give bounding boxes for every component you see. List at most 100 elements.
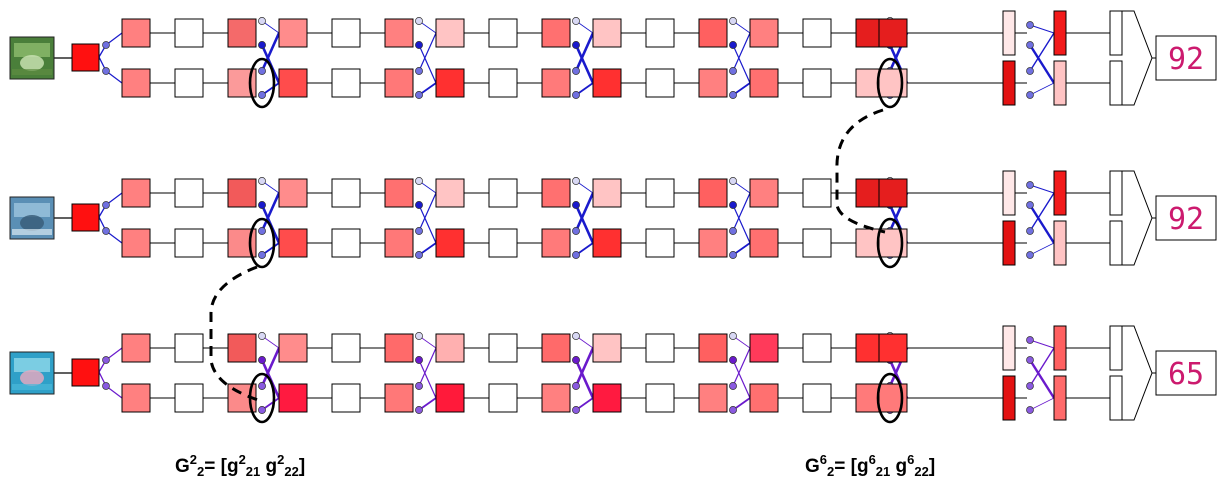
- gate-dot: [415, 91, 423, 99]
- cross-edge: [732, 204, 751, 244]
- cross-edge: [1029, 347, 1055, 387]
- layer-box: [121, 68, 151, 98]
- final-bar: [1109, 325, 1123, 371]
- layer-box: [749, 178, 779, 208]
- gate-dot: [1026, 67, 1034, 75]
- layer-box: [278, 178, 308, 208]
- layer-box: [749, 18, 779, 48]
- layer-box: [802, 68, 832, 98]
- gate-dot: [1026, 406, 1034, 414]
- gate-dot: [415, 406, 423, 414]
- gate-dot: [258, 201, 266, 209]
- layer-box: [435, 178, 465, 208]
- layer-box: [541, 68, 571, 98]
- gate-dot: [415, 382, 423, 390]
- gate-dot: [572, 332, 580, 340]
- merge-arrow: [1122, 170, 1156, 266]
- gate-dot: [729, 382, 737, 390]
- layer-box: [435, 18, 465, 48]
- gate-dot: [258, 251, 266, 259]
- final-bar: [1002, 325, 1016, 371]
- layer-box: [488, 228, 518, 258]
- layer-box: [592, 383, 622, 413]
- layer-box: [645, 383, 675, 413]
- final-bar: [1002, 375, 1016, 421]
- layer-box: [121, 178, 151, 208]
- layer-box: [121, 228, 151, 258]
- layer-box: [878, 18, 908, 48]
- cross-edge: [574, 204, 595, 244]
- layer-box: [541, 228, 571, 258]
- gate-dot: [729, 201, 737, 209]
- layer-box: [541, 383, 571, 413]
- gate-dot: [572, 17, 580, 25]
- gate-dot: [258, 382, 266, 390]
- split-dot: [102, 227, 110, 235]
- cross-edge: [1029, 32, 1055, 72]
- layer-box: [488, 178, 518, 208]
- gate-edge: [1029, 24, 1055, 34]
- output-value: 65: [1168, 357, 1204, 392]
- gate-dot: [415, 17, 423, 25]
- thumbnail-subject: [20, 370, 44, 386]
- gate-dot: [572, 91, 580, 99]
- gate-dot: [1026, 382, 1034, 390]
- gate-dot: [1026, 181, 1034, 189]
- layer-box: [435, 228, 465, 258]
- gate-dot: [729, 41, 737, 49]
- layer-box: [749, 333, 779, 363]
- gate-dot: [572, 67, 580, 75]
- layer-box: [802, 18, 832, 48]
- final-bar: [1002, 220, 1016, 266]
- layer-box: [541, 333, 571, 363]
- final-bar: [1109, 220, 1123, 266]
- cross-edge: [574, 347, 595, 387]
- layer-box: [174, 383, 204, 413]
- layer-box: [645, 333, 675, 363]
- nodes: [9, 10, 1156, 421]
- thumbnail-ground: [12, 384, 52, 390]
- gate-dot: [572, 251, 580, 259]
- layer-box: [749, 68, 779, 98]
- cross-edge: [260, 32, 281, 72]
- gate-dot: [729, 91, 737, 99]
- layer-box: [592, 228, 622, 258]
- gate-dot: [1026, 336, 1034, 344]
- split-dot: [102, 382, 110, 390]
- layer-box: [278, 333, 308, 363]
- gate-dot: [729, 17, 737, 25]
- layer-box: [384, 383, 414, 413]
- gate-dot: [415, 67, 423, 75]
- layer-box: [435, 333, 465, 363]
- split-dot: [102, 201, 110, 209]
- layer-box: [174, 18, 204, 48]
- layer-box: [384, 178, 414, 208]
- gate-dot: [572, 177, 580, 185]
- layer-box: [174, 333, 204, 363]
- highlight-ellipse: [876, 217, 904, 269]
- gate-edge: [1029, 82, 1055, 96]
- split-dot: [102, 67, 110, 75]
- final-bar: [1002, 60, 1016, 106]
- input-block: [71, 43, 100, 72]
- layer-box: [802, 383, 832, 413]
- layer-box: [331, 228, 361, 258]
- layer-box: [384, 333, 414, 363]
- annotations: [209, 57, 904, 424]
- layer-box: [278, 228, 308, 258]
- final-bar: [1053, 220, 1067, 266]
- formula-g2: G22= [g221 g222]: [175, 452, 305, 479]
- layer-box: [645, 178, 675, 208]
- input-block: [71, 358, 100, 387]
- layer-box: [698, 228, 728, 258]
- thumbnail-ground: [12, 69, 52, 75]
- input-image-thumbnail: [9, 351, 55, 395]
- final-bar: [1053, 170, 1067, 216]
- layer-box: [488, 68, 518, 98]
- gate-dot: [1026, 201, 1034, 209]
- layer-box: [384, 228, 414, 258]
- layer-box: [174, 68, 204, 98]
- layer-box: [878, 178, 908, 208]
